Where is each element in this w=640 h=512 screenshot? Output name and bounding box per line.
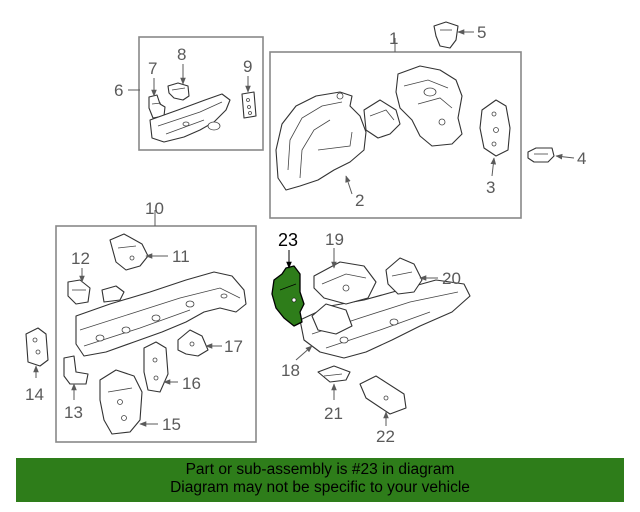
banner-line-1: Part or sub-assembly is #23 in diagram [185,461,455,478]
part-19-bracket[interactable] [313,261,377,305]
part-small-bracket-box1[interactable] [363,99,401,139]
part-3-bracket[interactable] [479,99,511,157]
label-7[interactable]: 7 [148,59,157,78]
label-4[interactable]: 4 [577,149,586,168]
part-13-bracket[interactable] [63,355,89,385]
part-small-gusset[interactable] [101,285,125,303]
label-16[interactable]: 16 [182,374,201,393]
part-upper-reinforcement[interactable] [395,65,463,147]
part-16-bracket[interactable] [143,341,169,393]
label-5[interactable]: 5 [477,23,486,42]
part-22-bracket[interactable] [359,375,407,415]
part-2-wheelhouse[interactable] [275,91,367,191]
label-19[interactable]: 19 [325,230,344,249]
callout-labels: 1 2 3 4 5 6 7 8 9 10 11 12 13 14 15 16 1… [25,23,586,446]
label-18[interactable]: 18 [281,361,300,380]
part-17-bracket[interactable] [177,329,209,357]
part-14-plate[interactable] [25,327,49,367]
part-21-bracket[interactable] [317,365,351,383]
part-9-plate[interactable] [241,91,257,119]
group-box-6 [138,36,264,151]
label-22[interactable]: 22 [376,427,395,446]
part-7-bracket[interactable] [148,94,166,119]
label-12[interactable]: 12 [71,249,90,268]
part-6-rail-extension[interactable] [149,93,231,143]
label-21[interactable]: 21 [324,404,343,423]
label-1[interactable]: 1 [389,29,398,48]
part-12-bracket[interactable] [67,279,91,305]
part-10-front-rail[interactable] [75,271,247,357]
label-10[interactable]: 10 [145,199,164,218]
part-18-lower-rail[interactable] [299,279,471,359]
part-5-clip[interactable] [433,21,459,49]
info-banner: Part or sub-assembly is #23 in diagram D… [16,458,624,502]
label-8[interactable]: 8 [177,45,186,64]
part-20-bracket[interactable] [385,257,423,295]
parts-diagram: 1 2 3 4 5 6 7 8 9 10 11 12 13 14 15 16 1… [25,21,586,446]
label-2[interactable]: 2 [355,191,364,210]
banner-line-2: Diagram may not be specific to your vehi… [170,479,470,496]
part-4-clip[interactable] [527,147,555,163]
label-23-highlighted[interactable]: 23 [278,230,298,250]
label-6[interactable]: 6 [114,81,123,100]
label-14[interactable]: 14 [25,385,44,404]
leader-lines [33,29,575,427]
label-9[interactable]: 9 [243,57,252,76]
group-box-10 [55,225,257,443]
label-17[interactable]: 17 [224,337,243,356]
label-3[interactable]: 3 [486,178,495,197]
part-15-plate[interactable] [99,369,143,435]
label-13[interactable]: 13 [64,403,83,422]
label-11[interactable]: 11 [172,247,190,266]
part-23-highlighted[interactable] [271,265,305,327]
label-15[interactable]: 15 [162,415,181,434]
part-8-bracket[interactable] [167,82,190,101]
label-20[interactable]: 20 [442,269,461,288]
part-11-bracket[interactable] [109,233,149,271]
